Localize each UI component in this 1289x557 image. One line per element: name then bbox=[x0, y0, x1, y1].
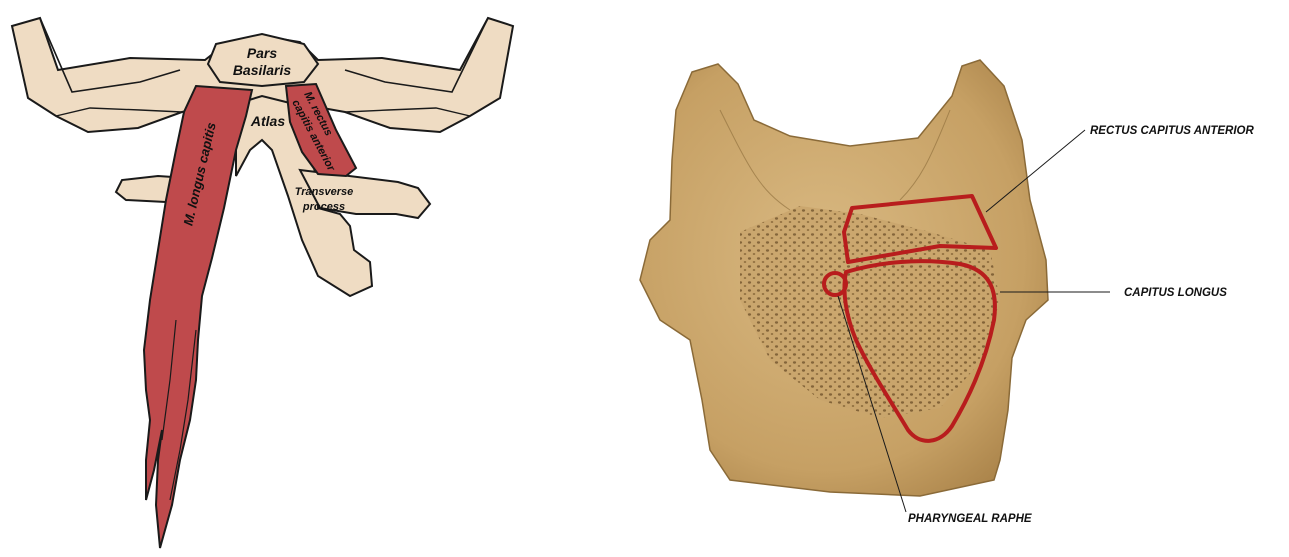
rectus-capitus-anterior-label: RECTUS CAPITUS ANTERIOR bbox=[1090, 125, 1254, 137]
right-vertebra-photo: RECTUS CAPITUS ANTERIOR CAPITUS LONGUS P… bbox=[640, 60, 1254, 525]
left-anatomy-diagram: Pars Basilaris Atlas M. rectus capitis a… bbox=[12, 18, 513, 548]
pars-basilaris-label-line2: Basilaris bbox=[233, 62, 292, 78]
transverse-label-line1: Transverse bbox=[295, 186, 354, 198]
pharyngeal-raphe-label: PHARYNGEAL RAPHE bbox=[908, 513, 1032, 525]
capitus-longus-label: CAPITUS LONGUS bbox=[1124, 287, 1227, 299]
atlas-label: Atlas bbox=[250, 113, 285, 129]
transverse-label-line2: process bbox=[302, 201, 345, 213]
pars-basilaris-label-line1: Pars bbox=[247, 45, 278, 61]
